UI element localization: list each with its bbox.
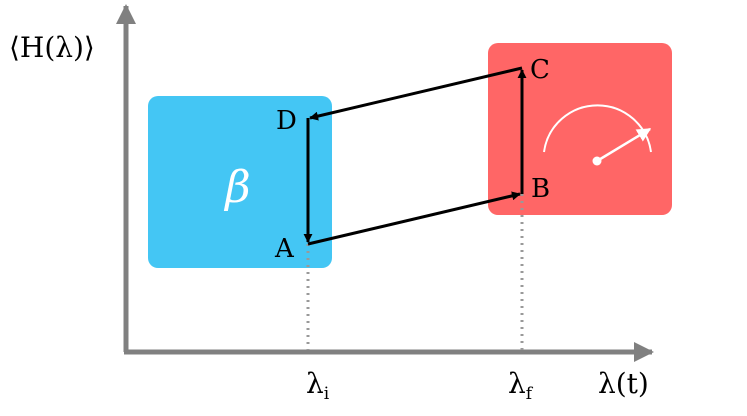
arrow-c-to-d [309,66,523,121]
tick-lambda-i: λi [306,367,330,404]
tick-lambda-f: λf [508,367,534,404]
arrow-a-to-b [307,191,521,246]
x-axis-label: λ(t) [598,367,649,400]
gauge-icon [543,104,652,166]
point-label-c: C [530,55,550,85]
point-label-b: B [531,174,550,204]
beta-symbol: β [223,162,250,213]
point-label-a: A [274,234,295,264]
hot-bath-box [488,43,672,215]
cold-bath-box [148,96,332,268]
point-label-d: D [276,106,297,136]
y-axis-label: ⟨H(λ)⟩ [9,31,95,64]
